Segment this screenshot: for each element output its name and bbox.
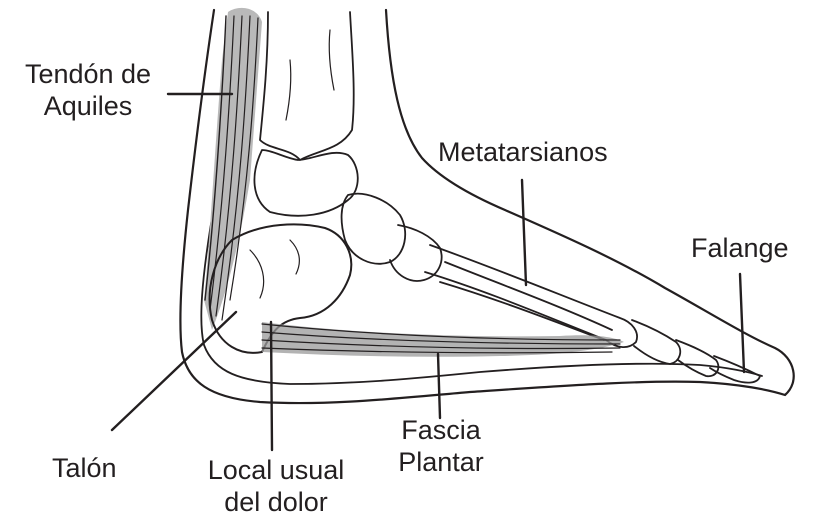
label-achilles-tendon: Tendón de Aquiles bbox=[8, 58, 168, 122]
label-phalanx: Falange bbox=[691, 232, 789, 264]
phalanx-leader-line bbox=[740, 274, 744, 372]
navicular bbox=[342, 194, 406, 264]
metatarsals bbox=[425, 245, 637, 347]
label-pain-line1: Local usual bbox=[188, 454, 364, 486]
fascia-leader-line bbox=[438, 354, 440, 418]
label-heel: Talón bbox=[52, 452, 117, 484]
label-achilles-line2: Aquiles bbox=[8, 90, 168, 122]
pain-site-leader-line bbox=[271, 322, 272, 450]
heel-leader-line bbox=[112, 312, 236, 430]
label-achilles-line1: Tendón de bbox=[8, 58, 168, 90]
cuneiform bbox=[390, 225, 442, 281]
phalanges bbox=[632, 320, 760, 383]
label-pain-line2: del dolor bbox=[188, 486, 364, 518]
label-metatarsals: Metatarsianos bbox=[438, 136, 608, 168]
label-plantar-fascia: Fascia Plantar bbox=[386, 414, 496, 478]
label-fascia-line1: Fascia bbox=[386, 414, 496, 446]
metatarsals-leader-line bbox=[522, 180, 526, 285]
tibia bbox=[260, 12, 354, 160]
label-pain-site: Local usual del dolor bbox=[188, 454, 364, 518]
achilles-tendon bbox=[204, 8, 262, 330]
label-fascia-line2: Plantar bbox=[386, 446, 496, 478]
